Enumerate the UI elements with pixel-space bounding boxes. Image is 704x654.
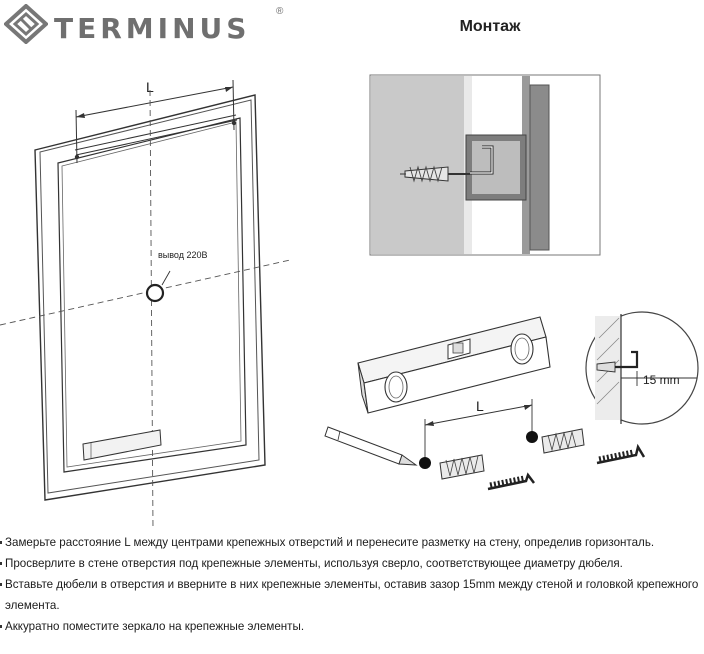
- brand-logo: TERMINUS ®: [3, 3, 294, 46]
- instruction-item: Аккуратно поместите зеркало на крепежные…: [0, 616, 704, 637]
- diamond-logo-icon: [3, 3, 49, 45]
- mirror-diagram: L вывод 220В: [0, 79, 291, 531]
- level-marking-diagram: L: [324, 316, 646, 491]
- gap-label: 15 mm: [643, 373, 680, 387]
- instruction-item: Вставьте дюбели в отверстия и вверните в…: [0, 574, 704, 616]
- instruction-item: Замерьте расстояние L между центрами кре…: [0, 532, 704, 553]
- mirror-l-label: L: [146, 79, 154, 95]
- brand-name: TERMINUS: [54, 12, 251, 45]
- gap-detail-diagram: 15 mm: [585, 311, 699, 425]
- registered-mark: ®: [276, 6, 284, 17]
- level-l-label: L: [476, 398, 484, 414]
- outlet-label: вывод 220В: [158, 250, 208, 260]
- page-title: Монтаж: [459, 18, 521, 35]
- instruction-item: Просверлите в стене отверстия под крепеж…: [0, 553, 704, 574]
- instructions-list: Замерьте расстояние L между центрами кре…: [0, 532, 704, 637]
- wall-section-diagram: [369, 74, 601, 256]
